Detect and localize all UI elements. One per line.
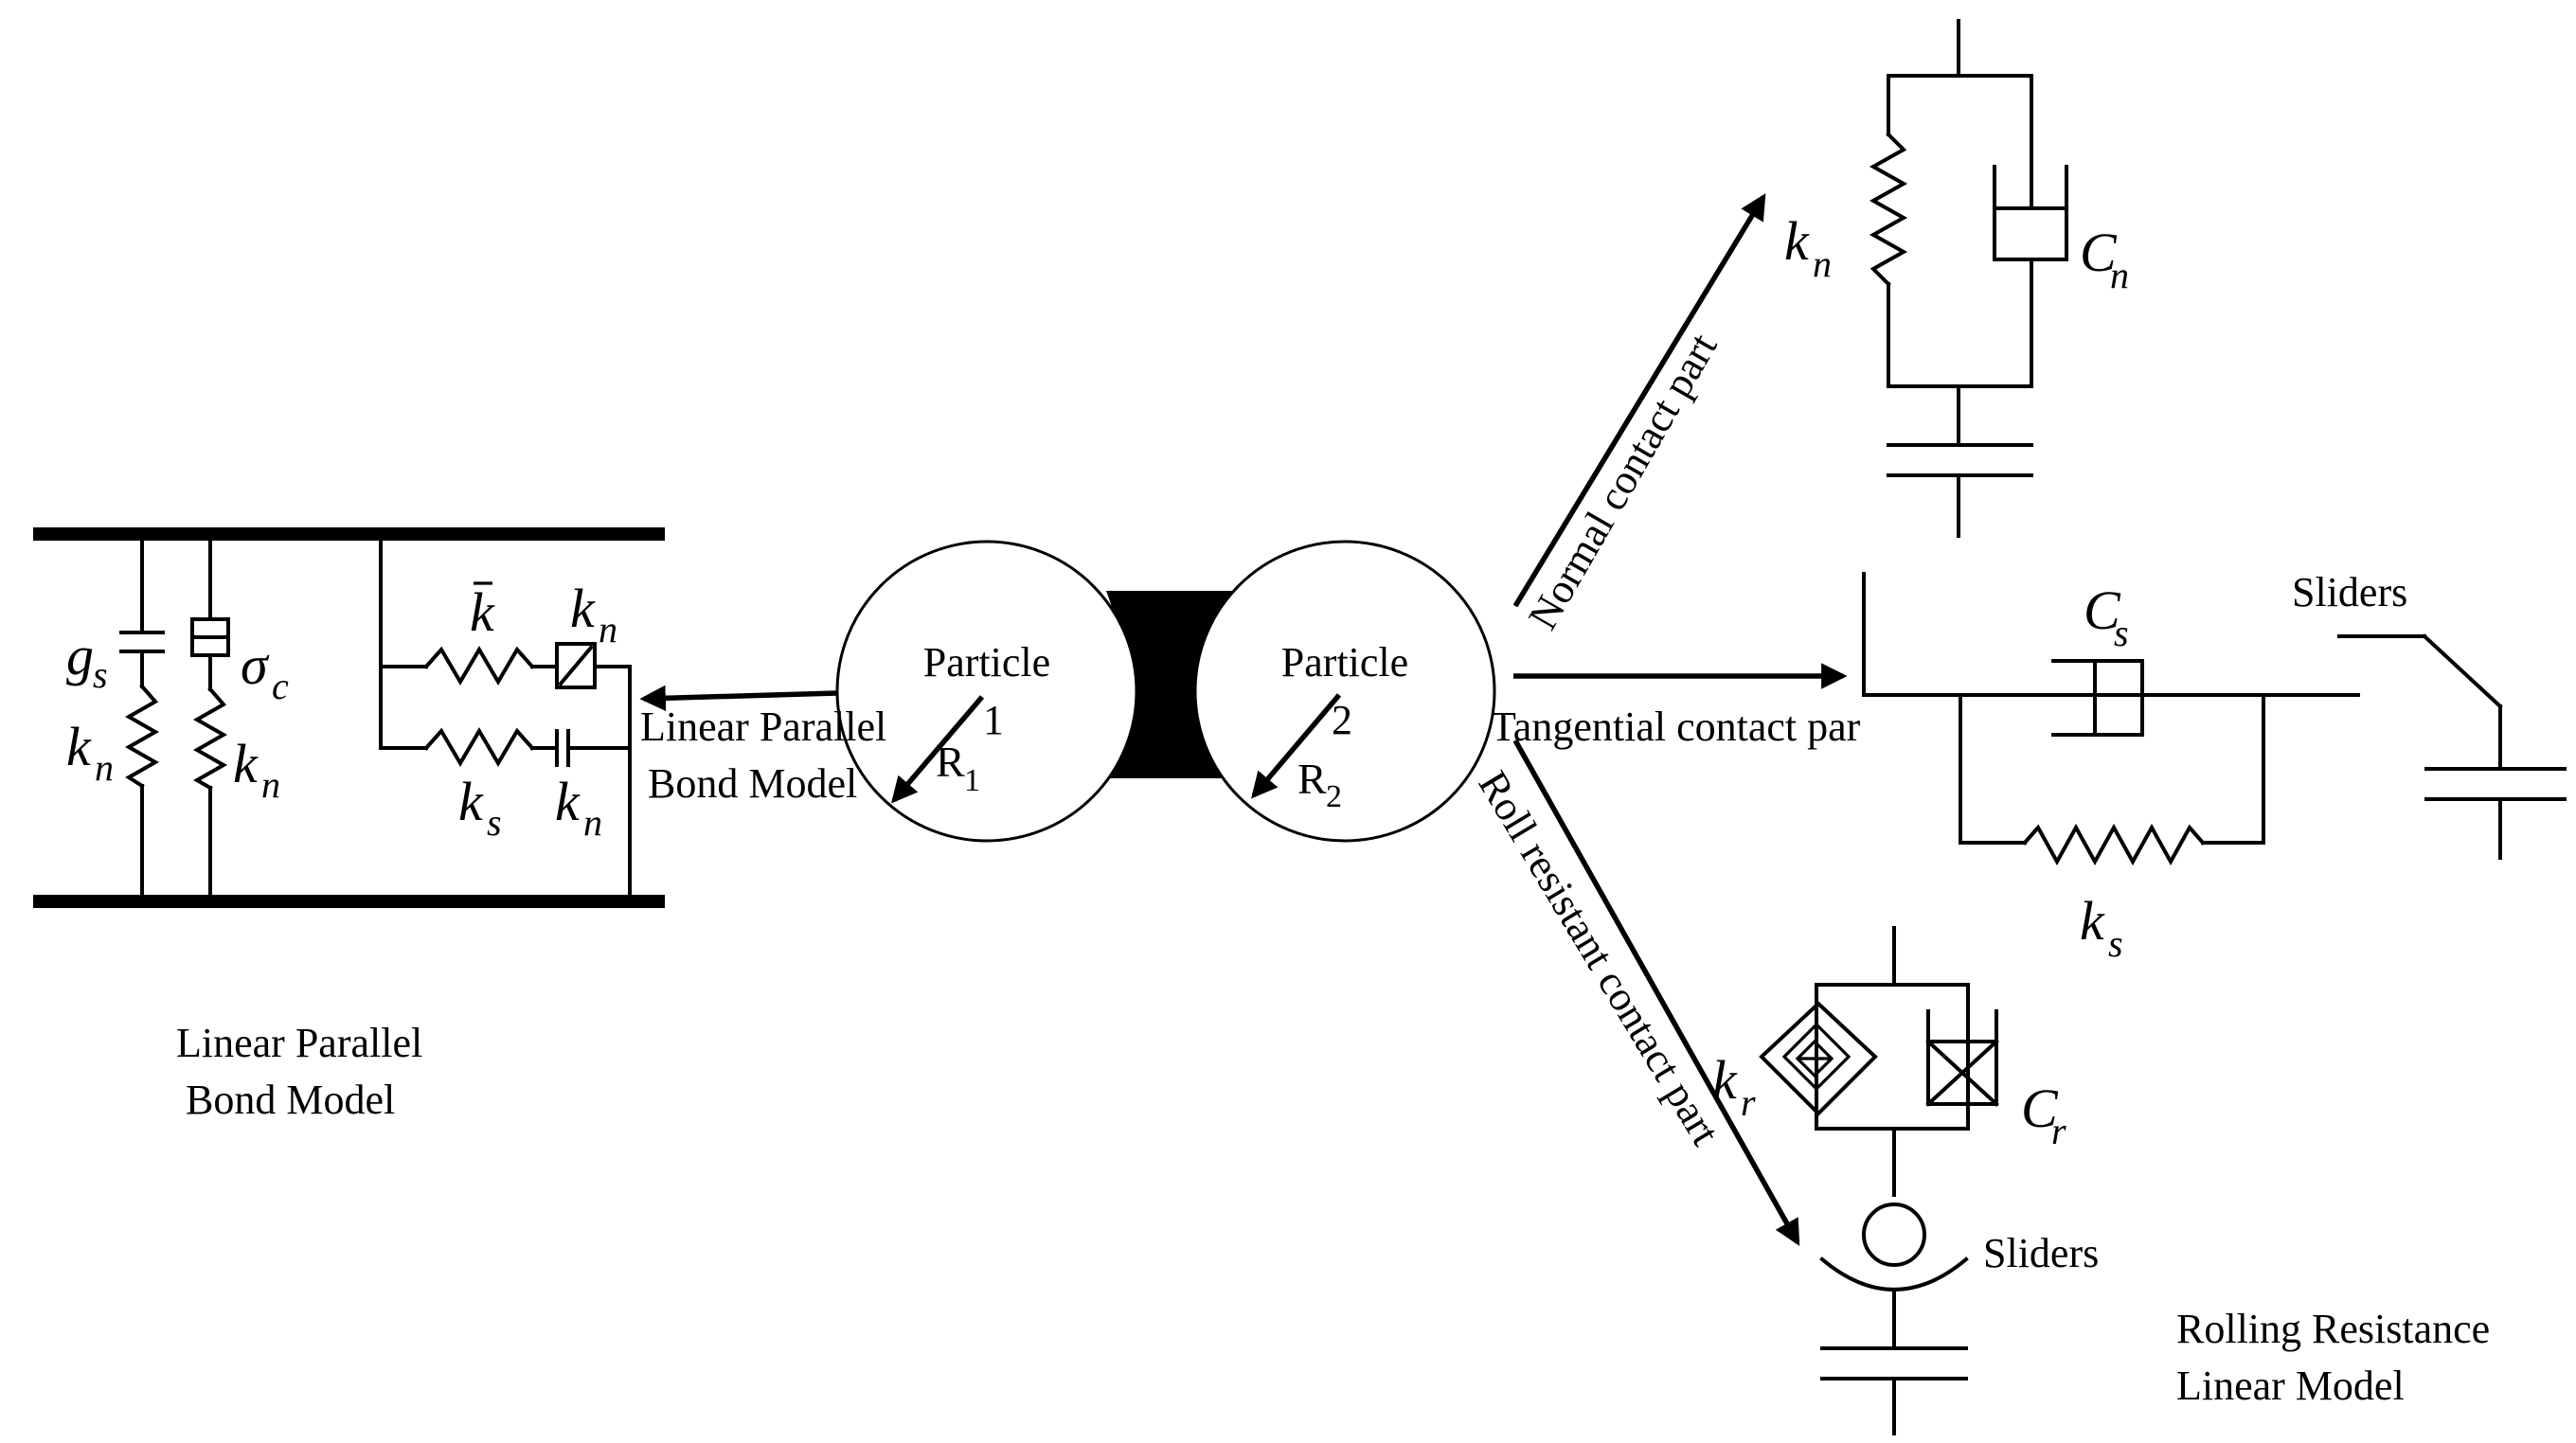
lpb-caption-line2: Bond Model: [186, 1077, 395, 1123]
cn-symbol: C: [2080, 222, 2118, 283]
kn-top-symbol: k: [570, 578, 596, 639]
kn-normal-spring: [1869, 132, 1908, 287]
sigma-c-subscript: c: [272, 665, 289, 707]
particle-pair: Particle 1 R 1 Particle 2 R 2: [835, 540, 1496, 843]
roll-sliders-label: Sliders: [1983, 1230, 2099, 1276]
ks-tangential-spring: [2022, 823, 2206, 866]
gs-symbol: g: [66, 625, 94, 686]
kbar-spring-zigzag: [423, 646, 535, 686]
kr-subscript: r: [1741, 1081, 1756, 1124]
particle-2-index: 2: [1332, 697, 1352, 743]
kn-left-symbol: k: [66, 716, 92, 777]
strength-spring-zigzag: [192, 686, 228, 791]
kn-normal-symbol: k: [1784, 210, 1810, 272]
particle-2-label: Particle: [1281, 639, 1408, 686]
kn-mid-symbol: k: [233, 733, 259, 794]
particle-1-radius-sub: 1: [964, 763, 980, 798]
branch-gap-spring: [119, 539, 165, 897]
branch-strength-spring: [190, 539, 230, 897]
lpb-caption-line1: Linear Parallel: [176, 1020, 422, 1066]
kn-bottom-subscript: n: [583, 801, 602, 844]
particle-2-radius-sub: 2: [1326, 779, 1342, 814]
ks-subscript: s: [487, 801, 502, 844]
tangential-contact-model: Tangential contact par C s k s Sliders: [1491, 569, 2567, 965]
sigma-c-symbol: σ: [241, 634, 270, 696]
cr-dashpot-cup: [1926, 1009, 1998, 1106]
radius-1-arrow: [891, 695, 985, 804]
kbar-symbol: k: [470, 581, 495, 643]
ks-tangential-subscript: s: [2108, 922, 2123, 965]
linear-parallel-bond-model: g s σ c k n k n k k n k s k n Linear Par…: [33, 527, 665, 1123]
ks-spring-zigzag: [423, 727, 535, 767]
particle-2-circle: [1193, 540, 1496, 843]
cs-symbol: C: [2084, 579, 2121, 641]
cn-subscript: n: [2110, 254, 2129, 296]
cs-dashpot-cup: [2051, 659, 2144, 737]
lpb-arrow: [639, 685, 838, 712]
cs-subscript: s: [2114, 612, 2129, 654]
kn-left-subscript: n: [95, 746, 114, 789]
kn-top-subscript: n: [599, 608, 617, 650]
kn-bottom-symbol: k: [555, 771, 581, 832]
tangential-sliders-label: Sliders: [2292, 569, 2407, 615]
branch-bundle: [379, 539, 632, 897]
roll-caption-line1: Rolling Resistance: [2176, 1306, 2490, 1352]
kn-normal-subscript: n: [1813, 242, 1832, 285]
roll-contact-label: Roll resistant contact part: [1469, 763, 1728, 1153]
kr-rotational-spring: [1759, 1001, 1878, 1116]
normal-contact-arrow: [1512, 193, 1766, 608]
normal-contact-label: Normal contact part: [1519, 326, 1726, 637]
gap-spring-zigzag: [124, 684, 160, 789]
ks-tangential-symbol: k: [2080, 890, 2105, 952]
lpb-arrow-label-line2: Bond Model: [648, 760, 857, 807]
radius-2-arrow: [1251, 693, 1342, 799]
tangential-contact-label: Tangential contact par: [1491, 704, 1861, 750]
ks-symbol: k: [458, 771, 484, 832]
particle-1-circle: [835, 540, 1138, 843]
cr-subscript: r: [2051, 1110, 2066, 1152]
roll-contact-arrow: [1512, 739, 1800, 1246]
particle-2-radius: R: [1297, 755, 1327, 803]
cr-symbol: C: [2021, 1078, 2059, 1139]
roll-slider-ball: [1862, 1202, 1926, 1267]
lpb-arrow-label-line1: Linear Parallel: [640, 704, 886, 750]
gs-subscript: s: [93, 653, 108, 696]
particle-1-label: Particle: [923, 639, 1050, 686]
kr-symbol: k: [1712, 1049, 1738, 1111]
roll-caption-line2: Linear Model: [2176, 1363, 2405, 1409]
particle-1-radius: R: [936, 738, 965, 786]
kn-mid-subscript: n: [261, 763, 280, 806]
normal-contact-model: Normal contact part k n C n: [1512, 19, 2129, 637]
particle-1-index: 1: [983, 697, 1004, 743]
